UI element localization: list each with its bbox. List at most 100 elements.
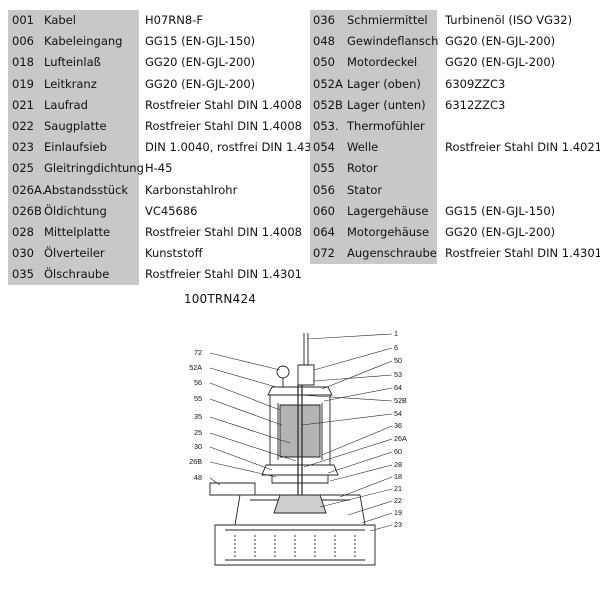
part-number: 030: [12, 246, 34, 261]
part-name: Augenschraube: [347, 246, 437, 261]
part-name: Gewindeflansch: [347, 34, 439, 49]
callout-35: 35: [194, 412, 202, 421]
part-name: Lufteinlaß: [44, 55, 101, 70]
callout-56: 56: [194, 378, 202, 387]
part-number: 053.: [313, 118, 339, 133]
part-material: GG15 (EN-GJL-150): [145, 34, 256, 49]
part-name: Motorgehäuse: [347, 224, 430, 239]
pump-outline: [209, 333, 376, 566]
callout-28: 28: [394, 460, 402, 469]
part-number: 019: [12, 76, 34, 91]
part-name: Leitkranz: [44, 76, 97, 91]
part-number: 022: [12, 118, 34, 133]
part-material: Turbinenöl (ISO VG32): [445, 13, 573, 27]
callout-leaders: [209, 333, 393, 532]
part-material: 6309ZZC3: [445, 76, 506, 91]
callouts-right: 1 6 50 53 64 52B 54 36 26A 60 28 18 21 2…: [394, 329, 407, 529]
part-material: Rostfreier Stahl DIN 1.4301: [145, 267, 303, 282]
part-material: Rostfreier Stahl DIN 1.4008: [145, 97, 303, 112]
part-name: Öldichtung: [44, 203, 107, 218]
part-name: Motordeckel: [347, 55, 418, 70]
part-material: 6312ZZC3: [445, 97, 506, 112]
callouts-left: 72 52A 56 55 35 25 30 26B 48: [189, 348, 202, 482]
callout-60: 60: [394, 447, 402, 456]
part-material: DIN 1.0040, rostfrei DIN 1.4301: [145, 140, 327, 155]
part-material: H-45: [145, 161, 173, 176]
callout-36: 36: [394, 421, 402, 430]
callout-50: 50: [394, 356, 402, 365]
part-number: 023: [12, 140, 34, 155]
callout-48: 48: [194, 473, 202, 482]
callout-55: 55: [194, 394, 202, 403]
part-name: Einlaufsieb: [44, 140, 107, 155]
part-name: Mittelplatte: [44, 224, 111, 239]
part-material: Karbonstahlrohr: [145, 182, 238, 197]
callout-52B: 52B: [394, 396, 407, 405]
part-name: Kabeleingang: [44, 34, 123, 49]
callout-21: 21: [394, 484, 402, 493]
callout-25: 25: [194, 428, 202, 437]
part-number: 028: [12, 224, 34, 239]
part-material: GG20 (EN-GJL-200): [145, 55, 256, 70]
part-name: Stator: [347, 182, 383, 197]
part-number: 035: [12, 267, 34, 282]
part-number: 001: [12, 13, 34, 27]
callout-26B: 26B: [189, 457, 202, 466]
part-material: Kunststoff: [145, 246, 203, 261]
part-name: Rotor: [347, 161, 378, 176]
part-number: 050: [313, 55, 335, 70]
part-material: H07RN8-F: [145, 13, 203, 27]
callout-6: 6: [394, 343, 398, 352]
part-name: Laufrad: [44, 97, 88, 112]
callout-72: 72: [194, 348, 202, 357]
part-number: 021: [12, 97, 34, 112]
part-material: GG20 (EN-GJL-200): [445, 224, 556, 239]
callout-22: 22: [394, 496, 402, 505]
part-material: GG15 (EN-GJL-150): [445, 203, 556, 218]
part-number: 060: [313, 203, 335, 218]
part-material: VC45686: [145, 203, 198, 218]
part-number: 026B: [12, 203, 42, 218]
callout-64: 64: [394, 383, 402, 392]
part-name: Abstandsstück: [44, 182, 129, 197]
part-number: 018: [12, 55, 34, 70]
part-name: Saugplatte: [44, 118, 107, 133]
pump-drawing-svg: 72 52A 56 55 35 25 30 26B 48 1 6 50 53 6…: [189, 329, 407, 566]
callout-54: 54: [394, 409, 402, 418]
part-name: Ölverteiler: [44, 246, 105, 261]
part-number: 072: [313, 246, 335, 261]
part-material: Rostfreier Stahl DIN 1.4008: [145, 118, 303, 133]
part-number: 006: [12, 34, 34, 49]
callout-1: 1: [394, 329, 398, 338]
part-number: 056: [313, 182, 335, 197]
pump-drawing: 72 52A 56 55 35 25 30 26B 48 1 6 50 53 6…: [180, 325, 420, 575]
part-name: Ölschraube: [44, 267, 110, 282]
callout-53: 53: [394, 370, 402, 379]
callout-52A: 52A: [189, 363, 202, 372]
part-name: Thermofühler: [347, 118, 425, 133]
callout-26A: 26A: [394, 434, 407, 443]
callout-30: 30: [194, 442, 202, 451]
part-number: 025: [12, 161, 34, 176]
part-name: Gleitringdichtung: [44, 161, 144, 176]
part-number: 048: [313, 34, 335, 49]
part-material: GG20 (EN-GJL-200): [445, 34, 556, 49]
part-name: Kabel: [44, 13, 76, 27]
part-material: GG20 (EN-GJL-200): [145, 76, 256, 91]
callout-19: 19: [394, 508, 402, 517]
callout-18: 18: [394, 472, 402, 481]
part-name: Schmiermittel: [347, 13, 428, 27]
part-material: Rostfreier Stahl DIN 1.4021: [445, 140, 600, 155]
part-number: 036: [313, 13, 335, 27]
part-number: 052A: [313, 76, 343, 91]
part-name: Lager (oben): [347, 76, 421, 91]
part-number: 026A.: [12, 182, 46, 197]
part-number: 064: [313, 224, 335, 239]
part-number: 052B: [313, 97, 343, 112]
model-label: 100TRN424: [183, 292, 257, 306]
part-name: Welle: [347, 140, 379, 155]
callout-23: 23: [394, 520, 402, 529]
part-material: GG20 (EN-GJL-200): [445, 55, 556, 70]
part-name: Lagergehäuse: [347, 203, 429, 218]
part-number: 054: [313, 140, 335, 155]
